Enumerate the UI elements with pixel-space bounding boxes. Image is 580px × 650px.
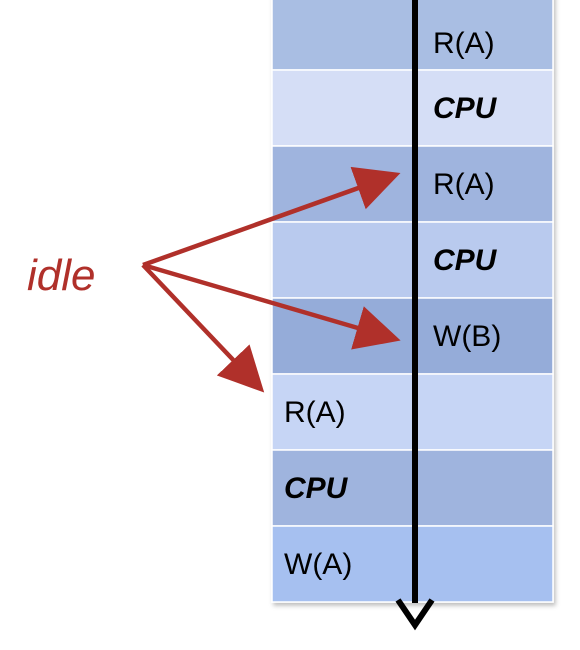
cell-left-5: R(A) <box>284 396 346 429</box>
cell-right-4: W(B) <box>433 320 501 353</box>
idle-label: idle <box>27 251 96 300</box>
cell-right-0: R(A) <box>433 27 495 60</box>
timeline-cell-labels: R(A) CPU R(A) CPU W(B) R(A) CPU W(A) <box>284 27 501 581</box>
cell-right-1: CPU <box>433 92 498 125</box>
idle-arrow-0 <box>142 166 401 268</box>
cell-left-6: CPU <box>284 472 349 505</box>
idle-arrows <box>141 166 401 393</box>
cell-right-3: CPU <box>433 244 498 277</box>
cell-right-2: R(A) <box>433 168 495 201</box>
timeline-arrowhead <box>395 598 435 631</box>
idle-arrow-1 <box>142 262 401 350</box>
idle-arrow-2 <box>141 263 265 393</box>
cell-left-7: W(A) <box>284 548 352 581</box>
